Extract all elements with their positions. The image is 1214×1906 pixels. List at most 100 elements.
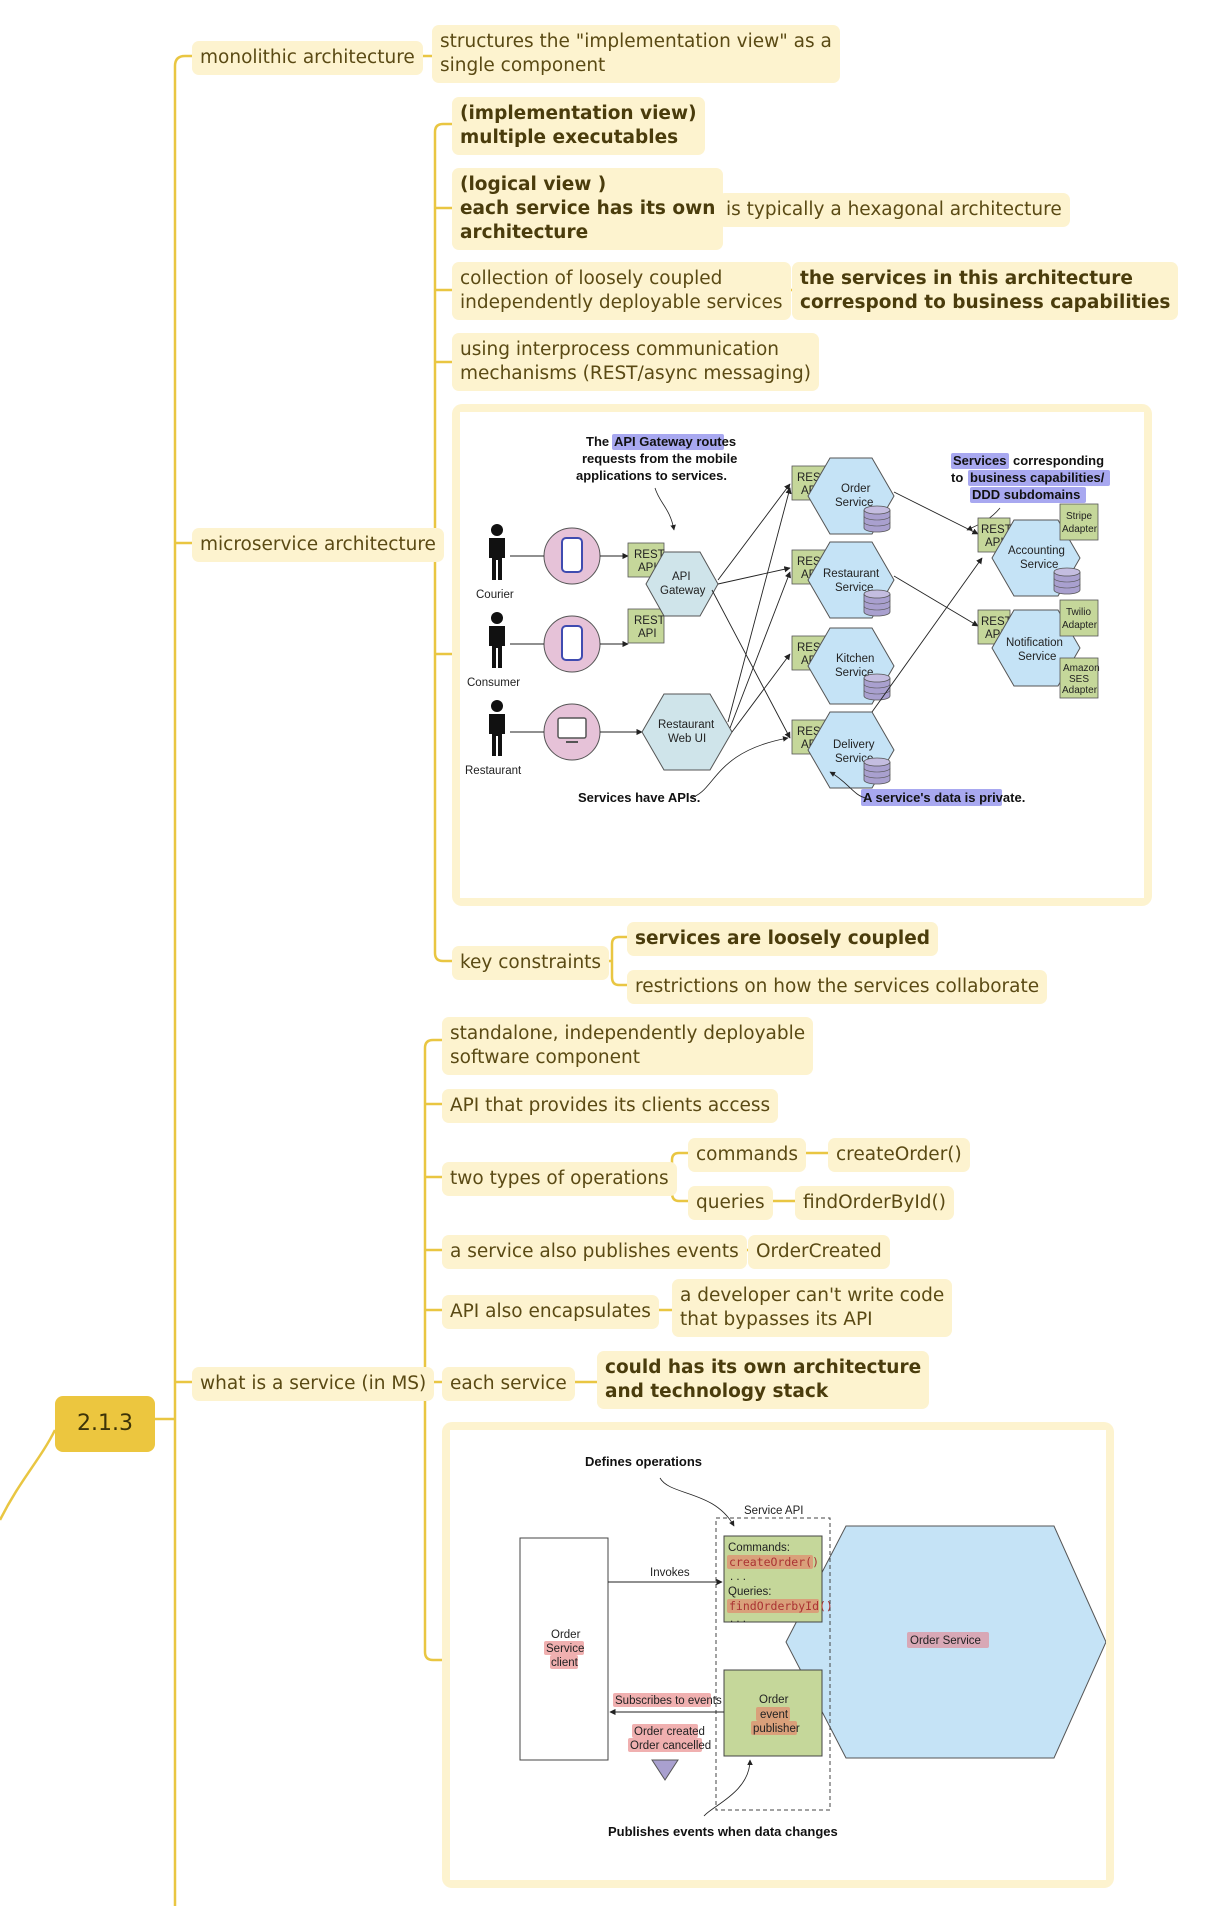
each-service-node[interactable]: each service (442, 1367, 575, 1401)
svg-text:Web UI: Web UI (668, 733, 706, 745)
monolithic-desc-line1: structures the "implementation view" as … (440, 31, 832, 52)
logical-line2: each service has its own (460, 198, 716, 219)
event-list: Order created Order cancelled (628, 1724, 711, 1781)
collection-line2: independently deployable services (460, 292, 783, 313)
key-constraints-node[interactable]: key constraints (452, 946, 610, 980)
svg-text:Adapter: Adapter (1062, 685, 1098, 696)
svg-text:Courier: Courier (476, 589, 514, 601)
svg-text:Order cancelled: Order cancelled (630, 1740, 711, 1752)
svg-text:Restaurant: Restaurant (465, 765, 522, 777)
svg-text:requests from the mobile: requests from the mobile (582, 451, 737, 466)
biz-line1: the services in this architecture (800, 268, 1133, 289)
delivery-service-hexagon: Delivery Service (807, 711, 895, 789)
svg-text:Accounting: Accounting (1008, 545, 1065, 557)
microservice-diagram-canvas: The API Gateway routes requests from the… (460, 412, 1144, 898)
svg-text:Service: Service (1018, 651, 1056, 663)
event-publisher-box: Order event publisher (723, 1669, 823, 1757)
svg-text:Services: Services (953, 453, 1007, 468)
service-api-diagram: Defines operations Service API Order Ser… (519, 1454, 1107, 1839)
svg-text:business capabilities/: business capabilities/ (970, 470, 1105, 485)
publishes-note: Publishes events when data changes (608, 1759, 838, 1839)
ipc-line2: mechanisms (REST/async messaging) (460, 363, 812, 384)
svg-text:publisher: publisher (753, 1723, 800, 1735)
svg-text:. . .: . . . (730, 1571, 746, 1583)
svg-text:. . .: . . . (730, 1613, 746, 1625)
business-capabilities-node[interactable]: the services in this architecture corres… (792, 262, 1179, 320)
gateway-note: The API Gateway routes requests from the… (576, 434, 737, 483)
service-api-diagram-node[interactable]: Defines operations Service API Order Ser… (442, 1422, 1114, 1888)
api-gateway-hexagon: API Gateway (645, 551, 719, 617)
svg-text:REST: REST (981, 616, 1012, 628)
service-api-diagram-canvas: Defines operations Service API Order Ser… (450, 1430, 1107, 1880)
microservice-diagram-node[interactable]: The API Gateway routes requests from the… (452, 404, 1152, 906)
what-is-a-service-node[interactable]: what is a service (in MS) (192, 1367, 435, 1401)
standalone-line1: standalone, independently deployable (450, 1023, 806, 1044)
bypass-api-node[interactable]: a developer can't write code that bypass… (672, 1279, 953, 1337)
svg-text:Order Service: Order Service (910, 1635, 981, 1647)
svg-text:Twilio: Twilio (1066, 607, 1091, 618)
impl-line1: (implementation view) (460, 103, 697, 124)
queries-node[interactable]: queries (688, 1186, 773, 1220)
svg-text:createOrder(): createOrder() (729, 1555, 819, 1569)
order-service-hexagon: Order Service (807, 457, 895, 535)
microservice-architecture-node[interactable]: microservice architecture (192, 528, 444, 562)
svg-text:Order: Order (551, 1629, 581, 1641)
restaurant-service-hexagon: Restaurant Service (807, 541, 895, 619)
hexagonal-architecture-node[interactable]: is typically a hexagonal architecture (718, 193, 1070, 227)
stripe-adapter: Stripe Adapter (1059, 503, 1099, 541)
defines-operations-label: Defines operations (585, 1454, 702, 1469)
svg-text:Gateway: Gateway (660, 585, 706, 597)
svg-text:Service: Service (835, 582, 873, 594)
logical-view-node[interactable]: (logical view ) each service has its own… (452, 168, 724, 250)
logical-line3: architecture (460, 222, 589, 243)
svg-text:event: event (760, 1709, 789, 1721)
svg-text:Restaurant: Restaurant (658, 719, 715, 731)
svg-text:Service: Service (835, 497, 873, 509)
monolithic-architecture-node[interactable]: monolithic architecture (192, 41, 423, 75)
svg-text:Publishes events when data cha: Publishes events when data changes (608, 1824, 838, 1839)
loosely-coupled-collection-node[interactable]: collection of loosely coupled independen… (452, 262, 791, 320)
create-order-node[interactable]: createOrder() (828, 1138, 970, 1172)
collection-line1: collection of loosely coupled (460, 268, 723, 289)
restaurant-web-ui-hexagon: Restaurant Web UI (641, 693, 733, 771)
interprocess-communication-node[interactable]: using interprocess communication mechani… (452, 333, 820, 391)
logical-line1: (logical view ) (460, 174, 607, 195)
gateway-rest-api-2: REST API (627, 608, 665, 644)
api-access-node[interactable]: API that provides its clients access (442, 1089, 779, 1123)
root-topic[interactable]: 2.1.3 (55, 1396, 155, 1452)
api-encapsulates-node[interactable]: API also encapsulates (442, 1295, 659, 1329)
restrictions-node[interactable]: restrictions on how the services collabo… (627, 970, 1048, 1004)
svg-text:Consumer: Consumer (467, 677, 520, 689)
notification-service-hexagon: Notification Service (991, 609, 1081, 687)
svg-text:Kitchen: Kitchen (836, 653, 874, 665)
commands-node[interactable]: commands (688, 1138, 806, 1172)
svg-text:SES: SES (1069, 674, 1089, 685)
svg-text:Service: Service (546, 1643, 584, 1655)
svg-text:Order: Order (841, 483, 871, 495)
svg-text:Order created: Order created (634, 1726, 705, 1738)
two-types-of-operations-node[interactable]: two types of operations (442, 1162, 677, 1196)
own-architecture-node[interactable]: could has its own architecture and techn… (597, 1351, 930, 1409)
ipc-line1: using interprocess communication (460, 339, 779, 360)
order-created-node[interactable]: OrderCreated (748, 1235, 890, 1269)
svg-text:Restaurant: Restaurant (823, 568, 880, 580)
svg-text:DDD subdomains: DDD subdomains (972, 487, 1080, 502)
find-order-by-id-node[interactable]: findOrderById() (795, 1186, 954, 1220)
publishes-events-node[interactable]: a service also publishes events (442, 1235, 747, 1269)
implementation-view-node[interactable]: (implementation view) multiple executabl… (452, 97, 705, 155)
standalone-component-node[interactable]: standalone, independently deployable sof… (442, 1017, 814, 1075)
svg-text:Delivery: Delivery (833, 739, 875, 751)
svg-text:Service: Service (835, 667, 873, 679)
own-arch-line1: could has its own architecture (605, 1357, 922, 1378)
monolithic-description-node[interactable]: structures the "implementation view" as … (432, 25, 840, 83)
svg-text:client: client (551, 1657, 579, 1669)
bypass-line1: a developer can't write code (680, 1285, 945, 1306)
loosely-coupled-node[interactable]: services are loosely coupled (627, 922, 939, 956)
svg-text:Adapter: Adapter (1062, 620, 1098, 631)
svg-text:Subscribes to events: Subscribes to events (615, 1695, 722, 1707)
order-service-client-box: Order Service client (519, 1537, 609, 1761)
microservice-architecture-diagram: The API Gateway routes requests from the… (465, 434, 1110, 806)
impl-line2: multiple executables (460, 127, 679, 148)
svg-text:to: to (951, 470, 963, 485)
services-note: Services corresponding to business capab… (951, 453, 1110, 503)
